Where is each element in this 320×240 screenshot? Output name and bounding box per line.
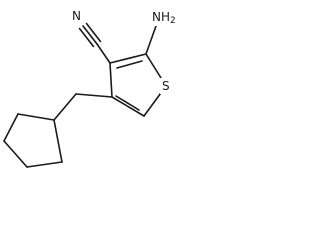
bond-c4-c3 bbox=[109, 62, 113, 98]
nitrile-triple-bond-3 bbox=[78, 27, 95, 48]
cyclohexane-bond-5 bbox=[26, 161, 63, 168]
bond-c5-c4-double bbox=[115, 95, 140, 111]
nitrile-triple-bond-1 bbox=[82, 25, 98, 45]
nitrile-group bbox=[78, 22, 111, 64]
atom-label-nitrogen: N bbox=[70, 8, 82, 24]
atom-label-amino: NH2 bbox=[150, 8, 186, 26]
bond-c3-c2 bbox=[109, 53, 147, 64]
amino-label-main: NH bbox=[152, 10, 170, 24]
cyclohexane-bond-6 bbox=[53, 119, 63, 163]
cyclohexane-ring bbox=[3, 93, 77, 168]
cyclohexane-bond-4 bbox=[3, 140, 28, 168]
bond-c4-cyclohexyl bbox=[75, 93, 113, 98]
bond-c2-amino bbox=[145, 25, 157, 55]
nitrile-triple-bond-2 bbox=[85, 22, 102, 43]
molecule-structure: N NH2 S bbox=[3, 8, 186, 168]
atom-label-sulfur: S bbox=[160, 78, 172, 94]
cyclohexane-bond-3 bbox=[3, 113, 19, 142]
bond-c3-nitrile-carbon bbox=[96, 43, 111, 64]
cyclohexane-bond-2 bbox=[17, 113, 55, 121]
nitrogen-label: N bbox=[72, 9, 81, 23]
cyclohexane-bond-1 bbox=[53, 93, 77, 121]
bond-c5-c4 bbox=[111, 96, 145, 117]
bond-c3-c2-double bbox=[116, 60, 143, 69]
sulfur-label: S bbox=[162, 79, 170, 93]
amino-label-subscript: 2 bbox=[170, 16, 176, 26]
thiophene-ring bbox=[109, 53, 167, 117]
amino-label: NH2 bbox=[152, 10, 176, 26]
